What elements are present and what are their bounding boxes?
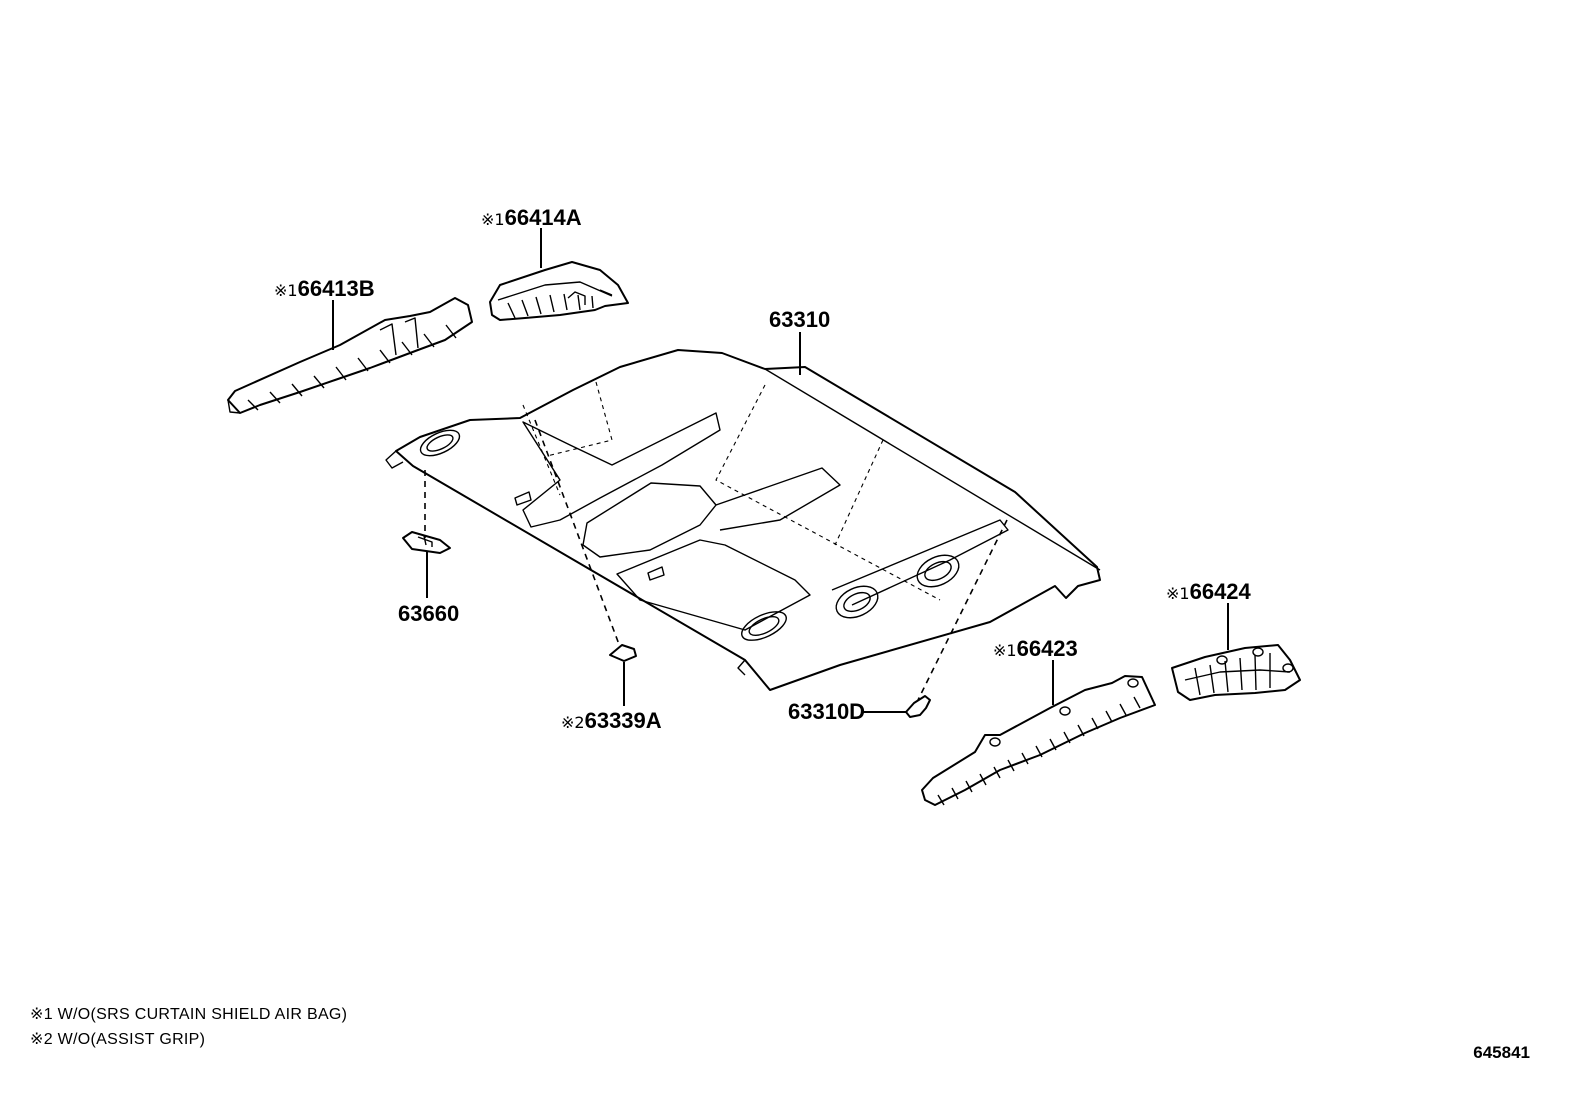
label-63339a: ※263339A (561, 708, 662, 733)
diagram-number: 645841 (1473, 1043, 1530, 1062)
label-63660: 63660 (398, 601, 459, 626)
leader-lines (332, 228, 1229, 713)
clip-63310d-drawing (905, 695, 931, 718)
cap-63339a-drawing (609, 644, 637, 662)
rail-pad-66423-drawing (921, 675, 1156, 806)
rail-pad-66414a-drawing (489, 261, 629, 321)
part-labels: 63310 ※166413B ※166414A ※166424 ※166423 … (274, 205, 1252, 733)
holder-63660-drawing (402, 531, 451, 554)
label-63310d: 63310D (788, 699, 865, 724)
label-63310: 63310 (769, 307, 830, 332)
headliner-drawing (385, 349, 1101, 691)
label-66414a: ※166414A (481, 205, 582, 230)
label-66413b: ※166413B (274, 276, 375, 301)
label-66424: ※166424 (1166, 579, 1252, 604)
footnote-1: ※1 W/O(SRS CURTAIN SHIELD AIR BAG) (30, 1006, 348, 1023)
rail-pad-66413b-drawing (227, 297, 473, 414)
footnote-2: ※2 W/O(ASSIST GRIP) (30, 1031, 206, 1048)
rail-pad-66424-drawing (1171, 644, 1301, 701)
label-66423: ※166423 (993, 636, 1078, 661)
